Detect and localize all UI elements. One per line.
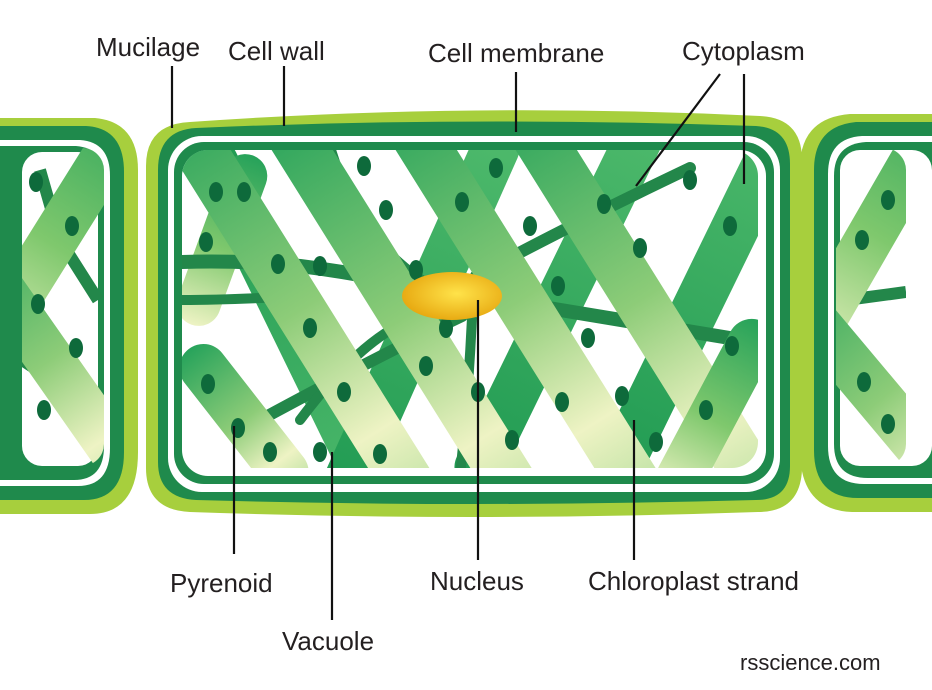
labels: Mucilage Cell wall Cell membrane Cytopla… — [96, 32, 881, 675]
nucleus-shape — [402, 272, 502, 320]
label-cell-membrane: Cell membrane — [428, 38, 604, 68]
left-neighbor-cell — [0, 118, 138, 514]
credit-text: rsscience.com — [740, 650, 881, 675]
label-chloroplast-strand: Chloroplast strand — [588, 566, 799, 596]
label-vacuole: Vacuole — [282, 626, 374, 656]
leader-lines — [170, 66, 746, 620]
label-pyrenoid: Pyrenoid — [170, 568, 273, 598]
center-cell — [146, 110, 802, 517]
label-nucleus: Nucleus — [430, 566, 524, 596]
label-mucilage: Mucilage — [96, 32, 200, 62]
label-cell-wall: Cell wall — [228, 36, 325, 66]
label-cytoplasm: Cytoplasm — [682, 36, 805, 66]
right-neighbor-cell — [800, 114, 932, 512]
